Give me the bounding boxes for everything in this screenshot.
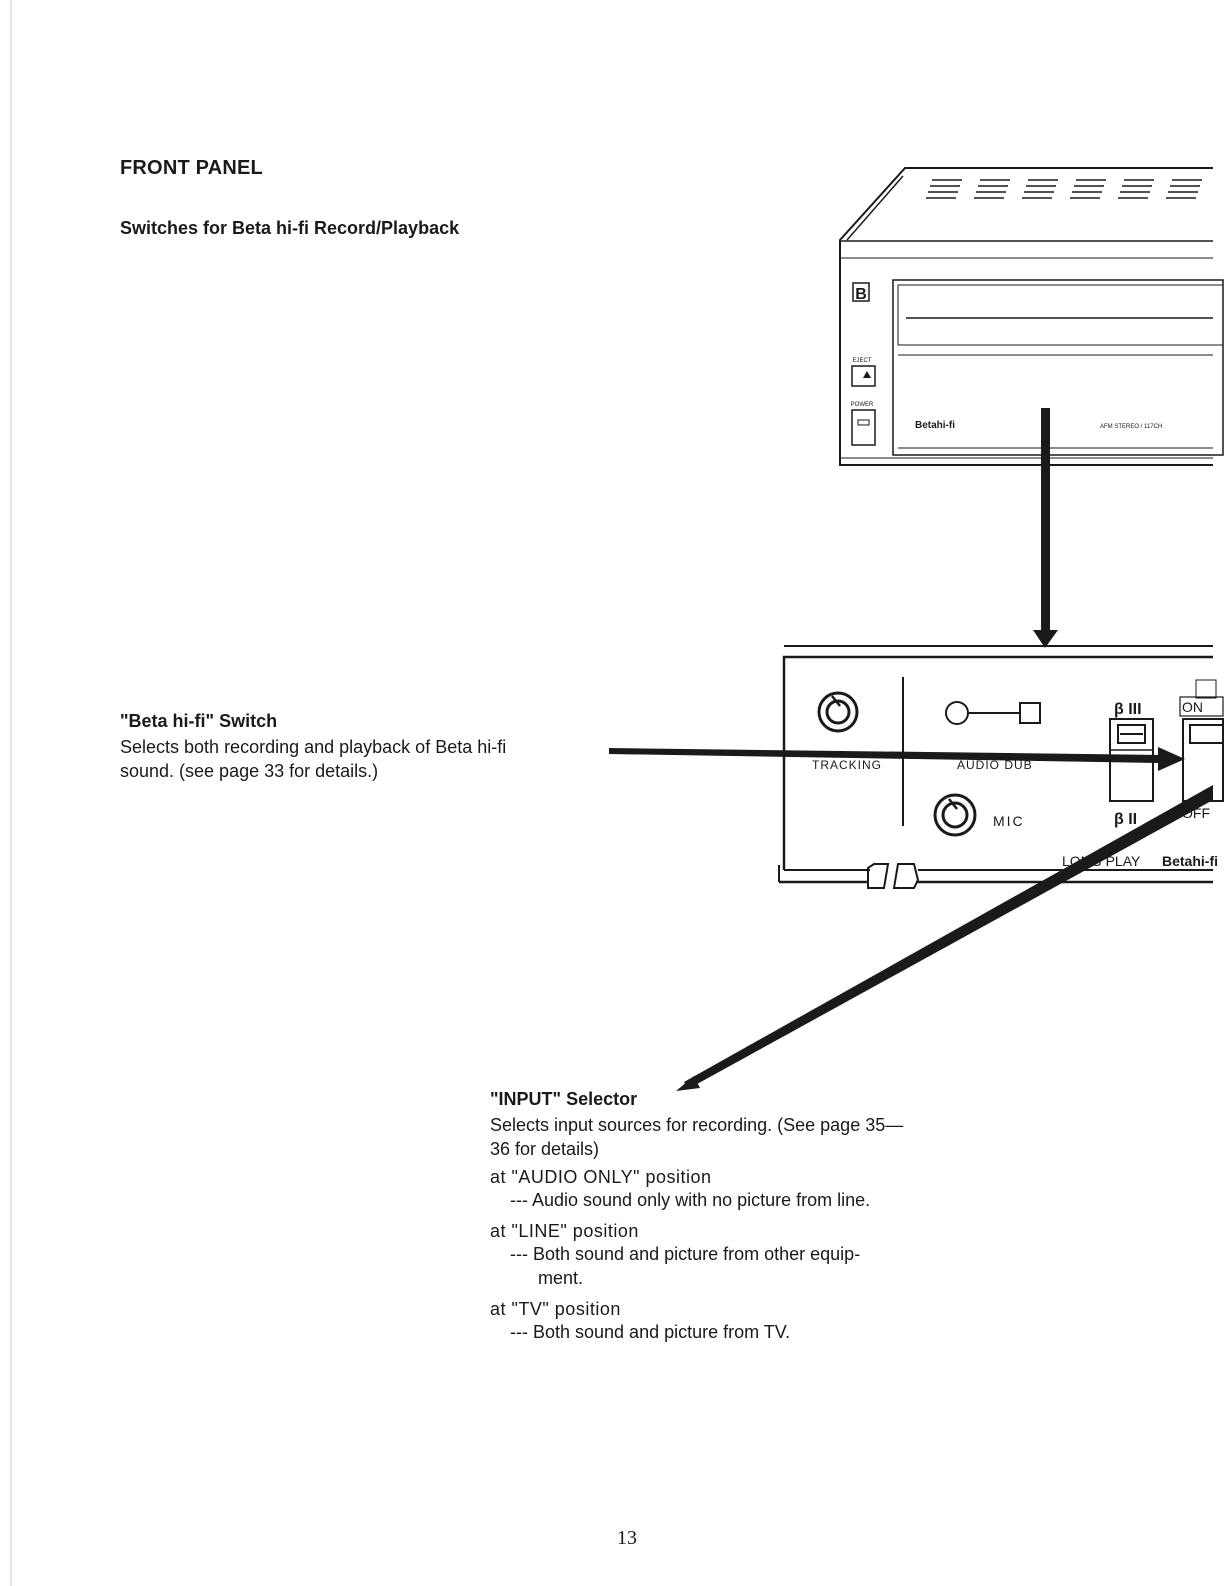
beta-switch-desc-line: Selects both recording and playback of B… (120, 737, 507, 757)
beta-switch-desc-line: sound. (see page 33 for details.) (120, 761, 379, 781)
input-selector-leader-line (684, 785, 1213, 1089)
audio-dub-button-drawing (945, 701, 969, 725)
position-label: at "LINE" position (490, 1221, 639, 1241)
vcr-spec-label: AFM STEREO / 117CH (1100, 424, 1162, 430)
zoom-arrow-shaft (1041, 408, 1050, 638)
vcr-brand-label: Betahi-fi (915, 420, 955, 431)
vcr-unit-drawing (839, 167, 1224, 466)
power-label: POWER (851, 402, 874, 408)
beta-switch-description: Selects both recording and playback of B… (120, 735, 600, 783)
position-description: --- Audio sound only with no picture fro… (510, 1190, 871, 1210)
beta-3-label: β III (1114, 701, 1142, 718)
input-selector-description: Selects input sources for recording. (Se… (490, 1113, 970, 1161)
beta-2-label: β II (1114, 811, 1137, 828)
mic-label: MIC (993, 813, 1025, 829)
input-position-list: at "AUDIO ONLY" position --- Audio sound… (490, 1167, 970, 1344)
beta-switch-title: "Beta hi-fi" Switch (120, 711, 278, 731)
position-description-cont: ment. (538, 1268, 584, 1288)
input-position-item: at "LINE" position --- Both sound and pi… (490, 1221, 970, 1290)
on-label: ON (1182, 699, 1203, 715)
position-description: --- Both sound and picture from other eq… (510, 1244, 861, 1264)
beta-logo-box (852, 282, 870, 302)
beta-logo: B (855, 286, 867, 303)
audio-dub-label: AUDIO DUB (957, 758, 1033, 772)
zoom-arrow-head (1033, 630, 1058, 648)
eject-label: EJECT (852, 358, 871, 364)
input-selector-desc-line: Selects input sources for recording. (Se… (490, 1115, 904, 1135)
page-binding-edge (10, 0, 12, 1586)
position-label: at "TV" position (490, 1299, 621, 1319)
input-selector-title: "INPUT" Selector (490, 1089, 638, 1109)
input-position-item: at "AUDIO ONLY" position --- Audio sound… (490, 1167, 970, 1212)
power-button-drawing (851, 409, 876, 446)
eject-icon (863, 371, 871, 378)
position-label: at "AUDIO ONLY" position (490, 1167, 712, 1187)
vcr-top-vents (926, 179, 1202, 199)
page-title: FRONT PANEL (120, 157, 263, 179)
input-position-item: at "TV" position --- Both sound and pict… (490, 1299, 970, 1344)
tracking-knob-drawing (817, 691, 859, 733)
input-selector-desc-line: 36 for details) (490, 1139, 600, 1159)
eject-button-drawing (851, 365, 876, 387)
panel-brand-label: Betahi-fi (1162, 853, 1218, 869)
page-number: 13 (617, 1527, 637, 1549)
tracking-label: TRACKING (812, 758, 882, 772)
beta-switch-leader-line (609, 748, 1160, 763)
mic-jack-drawing (933, 793, 977, 837)
position-description: --- Both sound and picture from TV. (510, 1322, 791, 1342)
input-selector-arrow-head (676, 1076, 700, 1091)
beta-switch-arrow-head (1158, 747, 1185, 771)
section-subtitle: Switches for Beta hi-fi Record/Playback (120, 218, 460, 238)
